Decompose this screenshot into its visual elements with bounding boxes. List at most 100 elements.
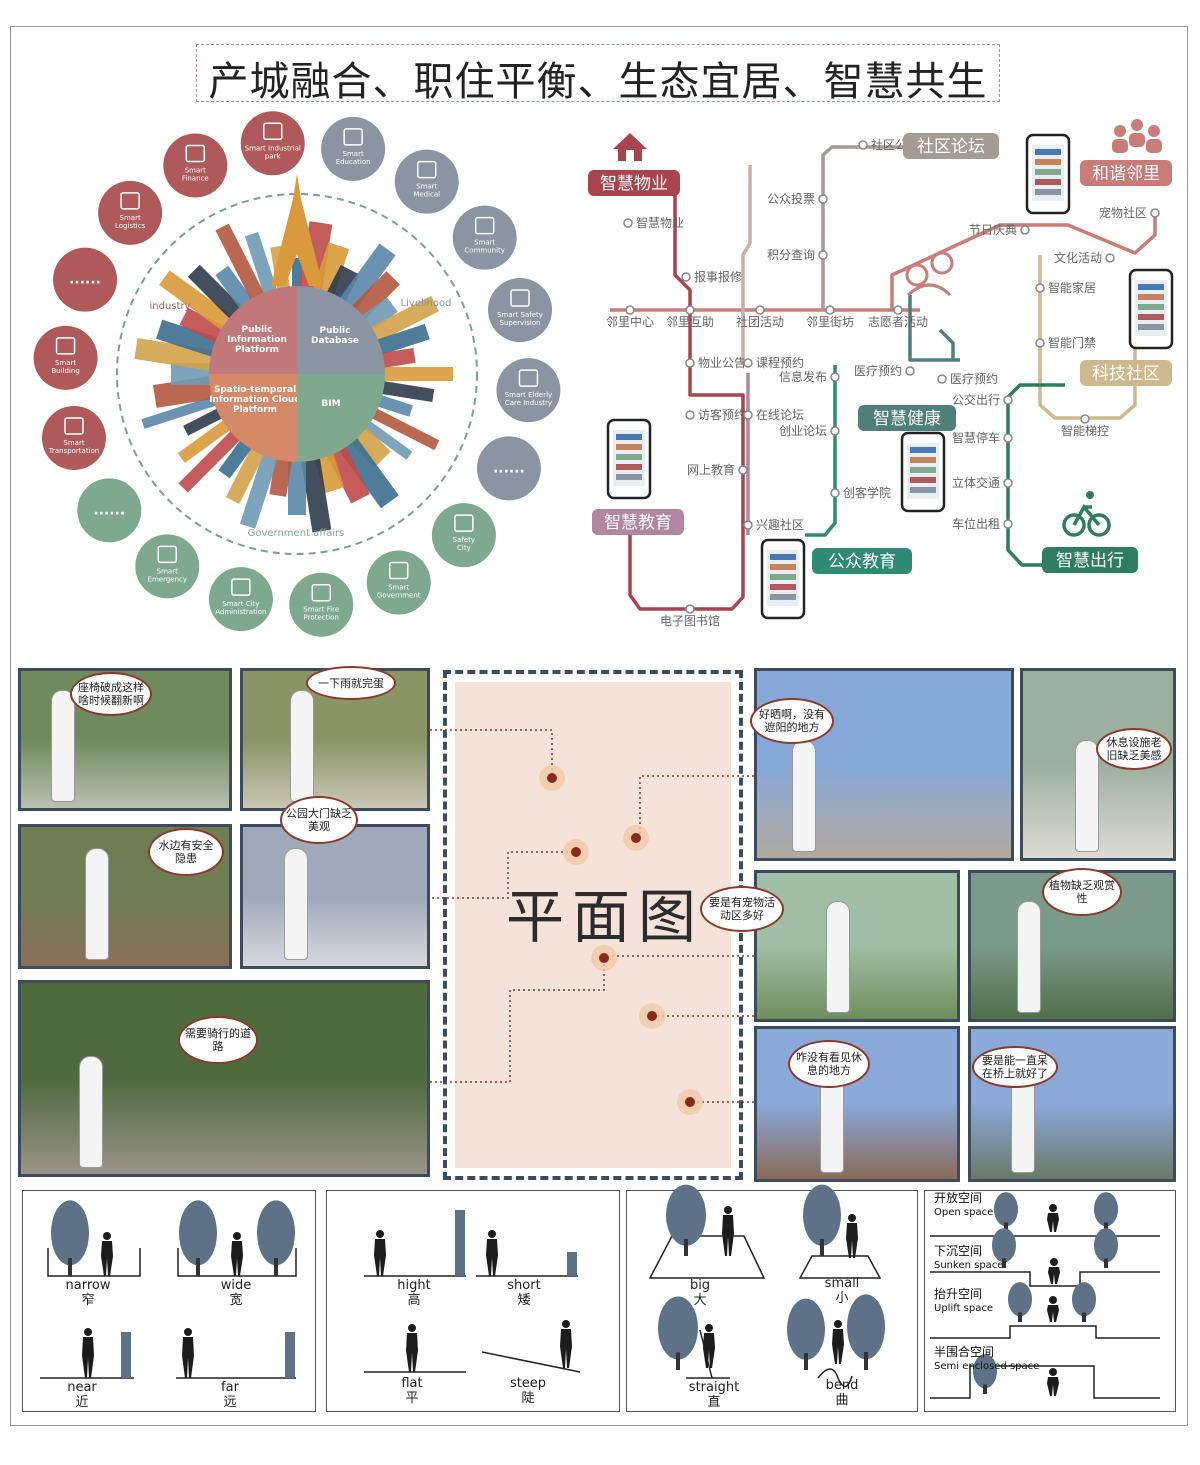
service-label: Smart	[388, 584, 409, 592]
tree-icon	[51, 1200, 89, 1276]
metro-station-dot	[818, 194, 828, 204]
metro-station-dot	[1035, 338, 1045, 348]
metro-station-dot	[1020, 225, 1030, 235]
service-label: Education	[336, 158, 371, 166]
skyline-building	[326, 445, 370, 504]
service-label: Supervision	[500, 319, 541, 327]
wall-block	[121, 1332, 131, 1378]
skyline-building	[301, 457, 332, 533]
metro-station-dot	[1003, 395, 1013, 405]
metro-line-tag	[588, 170, 680, 196]
skyline-building	[380, 347, 416, 368]
photo-broken-bench	[18, 668, 232, 811]
skyline-building	[338, 437, 399, 509]
skyline-silhouette	[134, 174, 453, 533]
service-label: Government	[377, 592, 421, 600]
metro-station-label: 智能梯控	[1061, 423, 1109, 438]
metro-map: 社区公告公众投票积分查询智慧物业报事报修邻里中心邻里互助社团活动邻里街坊志愿者活…	[588, 119, 1174, 628]
metro-station-label: 公众投票	[767, 191, 815, 206]
service-label: Transportation	[48, 447, 100, 455]
comment-bubble: 休息设施老旧缺乏美感	[1096, 728, 1172, 770]
metro-station-dot	[1003, 519, 1013, 529]
service-icon	[416, 160, 437, 179]
skyline-building	[371, 408, 440, 451]
tree-icon	[1094, 1228, 1118, 1268]
service-circle	[163, 133, 228, 198]
service-icon	[518, 369, 539, 387]
ground-line	[177, 1248, 297, 1277]
leader-line	[430, 729, 553, 778]
metro-station-dot	[685, 305, 695, 315]
tree-icon	[1094, 1192, 1118, 1232]
quadrant-bim	[297, 374, 385, 462]
tree-icon	[658, 1296, 698, 1370]
metro-station-label: 公交出行	[952, 392, 1000, 407]
quadrant-label: Information Cloud	[209, 395, 301, 405]
ground-line	[930, 1365, 1160, 1399]
person-icon	[703, 1324, 715, 1368]
person-silhouette	[792, 740, 816, 852]
more-label: ......	[93, 502, 125, 518]
service-label: Smart	[63, 439, 84, 447]
skyline-building	[349, 426, 391, 468]
tree-icon	[1008, 1282, 1032, 1322]
metro-station-label: 智慧物业	[636, 215, 684, 230]
photo-old-facility	[1020, 668, 1176, 861]
metro-station-dot	[625, 305, 635, 315]
person-silhouette	[284, 848, 308, 960]
tree-icon	[257, 1200, 295, 1276]
metro-station-label: 立体交通	[952, 475, 1000, 490]
metro-station-dot	[743, 520, 753, 530]
metro-station-dot	[743, 410, 753, 420]
metro-station-dot	[685, 358, 695, 368]
metro-station-label: 车位出租	[952, 516, 1000, 531]
service-label: Smart	[157, 567, 178, 575]
metro-line-tag-label: 智慧健康	[873, 409, 941, 429]
tree-icon	[994, 1192, 1018, 1232]
volunteer-icon	[905, 251, 954, 297]
quadrant-label: Public	[242, 325, 273, 335]
metro-station-dot	[623, 218, 633, 228]
metro-line-tag-label: 智慧物业	[600, 174, 668, 194]
skyline-building	[314, 452, 345, 494]
leader-line	[432, 851, 576, 899]
title-box: 产城融合、职住平衡、生态宜居、智慧共生	[196, 44, 1000, 105]
metro-line-tag	[903, 133, 999, 159]
comment-bubble: 咋没有看见休息的地方	[788, 1040, 870, 1088]
metro-station-label: 电子图书馆	[660, 613, 720, 628]
line-harmonious-neighbours	[890, 210, 1157, 310]
skyline-building	[339, 243, 396, 311]
person-icon	[722, 1206, 734, 1256]
person-silhouette	[51, 690, 75, 802]
panel-height-slope	[326, 1190, 620, 1412]
service-label: Smart	[416, 183, 437, 191]
metro-station-label: 信息发布	[779, 369, 827, 384]
metro-station-label: 智能家居	[1048, 280, 1096, 295]
person-icon	[486, 1230, 498, 1276]
skyline-building	[159, 270, 233, 331]
metro-station-label: 文化活动	[1054, 250, 1102, 265]
line-branch	[741, 165, 752, 365]
tree-icon	[803, 1184, 841, 1256]
service-label: Smart	[55, 359, 76, 367]
plan-point	[685, 1097, 695, 1107]
ground-line	[481, 1351, 581, 1373]
quadrant-label: BIM	[321, 399, 340, 409]
service-icon	[510, 289, 530, 307]
smart-service-item: ......	[53, 247, 118, 312]
skyline-building	[239, 453, 279, 529]
photo-park-gate	[240, 824, 430, 969]
metro-station-dot	[830, 426, 840, 436]
